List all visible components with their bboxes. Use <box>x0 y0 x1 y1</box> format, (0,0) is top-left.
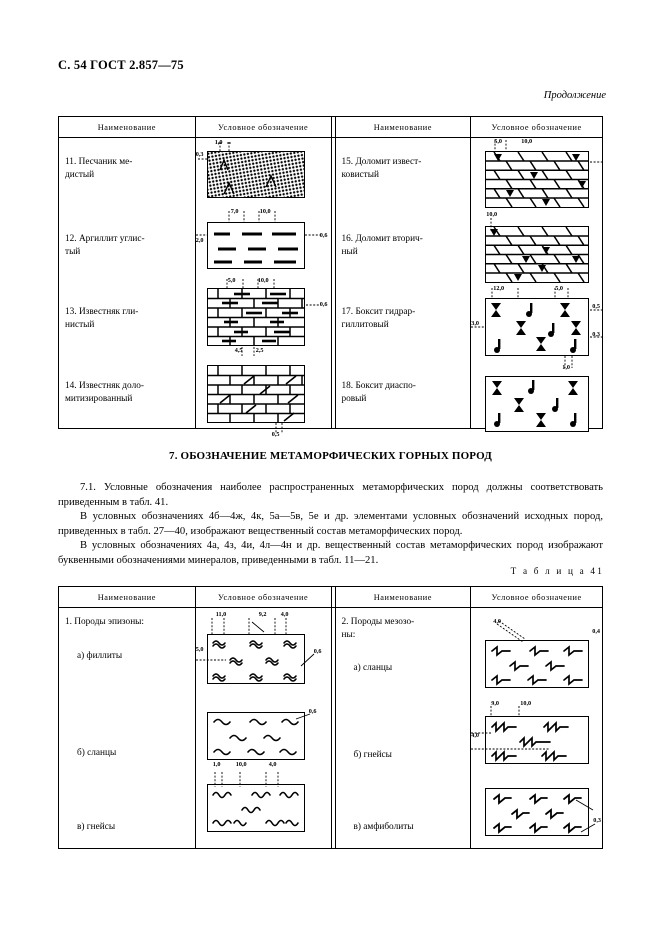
dim-label: 0,4 <box>592 628 600 635</box>
names-column-left: 11. Песчаник ме- дистый 12. Аргиллит угл… <box>59 138 196 428</box>
table-row: б) гнейсы <box>353 750 392 760</box>
col-header-name-left: Наименование <box>59 117 196 137</box>
dim-label: 0,6 <box>319 301 328 308</box>
table-row: 2. Породы мезозо- ны: <box>341 617 415 640</box>
table-row: 18. Боксит диаспо- ровый <box>341 381 416 404</box>
table-row: 17. Боксит гидрар- гиллитовый <box>341 307 416 330</box>
dim-label: 5,0 <box>195 646 204 653</box>
dim-label: 4,0 <box>280 611 289 618</box>
table-41-body: 1. Породы эпизоны: а) филлиты б) сланцы … <box>59 608 602 848</box>
table-row: 11. Песчаник ме- дистый <box>65 157 133 180</box>
dim-label: 0,3 <box>592 331 600 338</box>
dim-label: 2,5 <box>255 347 264 354</box>
dim-label: 5,0 <box>494 138 502 145</box>
names-column-right-41: 2. Породы мезозо- ны: а) сланцы б) гнейс… <box>336 608 472 848</box>
table-row: в) амфиболиты <box>353 822 414 832</box>
dim-label: 4,5 <box>234 347 243 354</box>
table-41: Наименование Условное обозначение Наимен… <box>58 586 603 849</box>
table-continued-body: 11. Песчаник ме- дистый 12. Аргиллит угл… <box>59 138 603 438</box>
col-header-name-right: Наименование <box>336 117 472 137</box>
table-row: 15. Доломит извест- ковистый <box>341 157 422 180</box>
col-header-symbol-left: Условное обозначение <box>218 592 309 602</box>
section-heading: 7. ОБОЗНАЧЕНИЕ МЕТАМОРФИЧЕСКИХ ГОРНЫХ ПО… <box>169 450 492 462</box>
dim-label: 4,0 <box>493 618 501 625</box>
col-header-symbol-right: Условное обозначение <box>491 122 582 132</box>
names-column-left-41: 1. Породы эпизоны: а) филлиты б) сланцы … <box>59 608 196 848</box>
col-header-name-left: Наименование <box>59 587 196 607</box>
dim-label: 0,5 <box>271 431 280 438</box>
dim-label: 0,3 <box>593 817 601 824</box>
dim-label: 9,0 <box>491 700 499 707</box>
dim-label: 10,0 <box>486 211 498 218</box>
table-row: а) филлиты <box>77 651 123 661</box>
dim-label: 5,0 <box>555 285 563 292</box>
continuation-label: Продолжение <box>543 90 606 101</box>
col-header-symbol-left: Условное обозначение <box>218 122 309 132</box>
table-center-divider <box>330 117 336 137</box>
paragraph-7-1: 7.1. Условные обозначения наиболее распр… <box>58 482 603 508</box>
table-continued-bottom-border <box>59 428 602 429</box>
table-row: 13. Известняк гли- нистый <box>65 307 139 330</box>
table-41-center-divider <box>330 587 336 607</box>
dim-label: 0,6 <box>313 648 322 655</box>
symbols-column-left-41: 11,0 9,2 4,0 5,0 0,6 <box>195 608 331 848</box>
names-column-right: 15. Доломит извест- ковистый 16. Доломит… <box>336 138 472 428</box>
table-row: б) сланцы <box>77 748 117 758</box>
dim-label: 10,0 <box>259 208 271 215</box>
dim-label: 4,0 <box>471 732 479 739</box>
dim-label: 0,3 <box>195 151 204 158</box>
dim-label: 10,0 <box>235 761 247 768</box>
dim-label: 10,0 <box>520 700 532 707</box>
dim-label: 10,0 <box>521 138 533 145</box>
table-row: 14. Известняк доло- митизированный <box>65 381 144 404</box>
col-header-name-right: Наименование <box>336 587 472 607</box>
table-41-center-divider-body <box>330 608 336 848</box>
dim-label: 3,0 <box>471 320 479 327</box>
table-continued: Наименование Условное обозначение Наимен… <box>58 116 603 438</box>
paragraph-7-3: В условных обозначениях 4а, 4з, 4и, 4л—4… <box>58 540 603 566</box>
table-row: 16. Доломит вторич- ный <box>341 234 423 257</box>
dim-label: 2,0 <box>195 237 204 244</box>
table-row: в) гнейсы <box>77 822 116 832</box>
table-41-head: Наименование Условное обозначение Наимен… <box>59 586 602 608</box>
dim-label: 4,0 <box>268 761 277 768</box>
dim-label: 0,6 <box>308 708 317 715</box>
dim-label: 1,0 <box>214 139 223 146</box>
table-center-divider-body <box>330 138 336 428</box>
table-row: 1. Породы эпизоны: <box>65 617 145 627</box>
dim-label: 0,5 <box>592 303 600 310</box>
table-41-bottom-border <box>59 848 602 849</box>
table-row: 12. Аргиллит углис- тый <box>65 234 145 257</box>
dim-label: 5,0 <box>227 277 236 284</box>
col-header-symbol-right: Условное обозначение <box>491 592 582 602</box>
dim-label: 7,0 <box>230 208 239 215</box>
dim-label: 1,0 <box>212 761 221 768</box>
table-number-label: Т а б л и ц а 41 <box>510 566 604 576</box>
dim-label: 0,6 <box>319 232 328 239</box>
page-header: С. 54 ГОСТ 2.857—75 <box>58 58 184 72</box>
table-row: а) сланцы <box>353 663 393 673</box>
dim-label: 9,2 <box>258 611 267 618</box>
dim-label: 12,0 <box>493 285 505 292</box>
dim-label: 1,0 <box>562 364 570 371</box>
paragraph-7-2: В условных обозначениях 4б—4ж, 4к, 5а—5в… <box>58 511 603 537</box>
table-continued-head: Наименование Условное обозначение Наимен… <box>59 116 602 138</box>
symbols-column-right: 5,0 10,0 <box>471 138 603 432</box>
symbols-column-right-41: 4,0 <box>471 608 602 848</box>
dim-label: 10,0 <box>257 277 269 284</box>
symbols-column-left: 1,0 0,3 <box>195 138 331 438</box>
dim-label: 11,0 <box>215 611 227 618</box>
